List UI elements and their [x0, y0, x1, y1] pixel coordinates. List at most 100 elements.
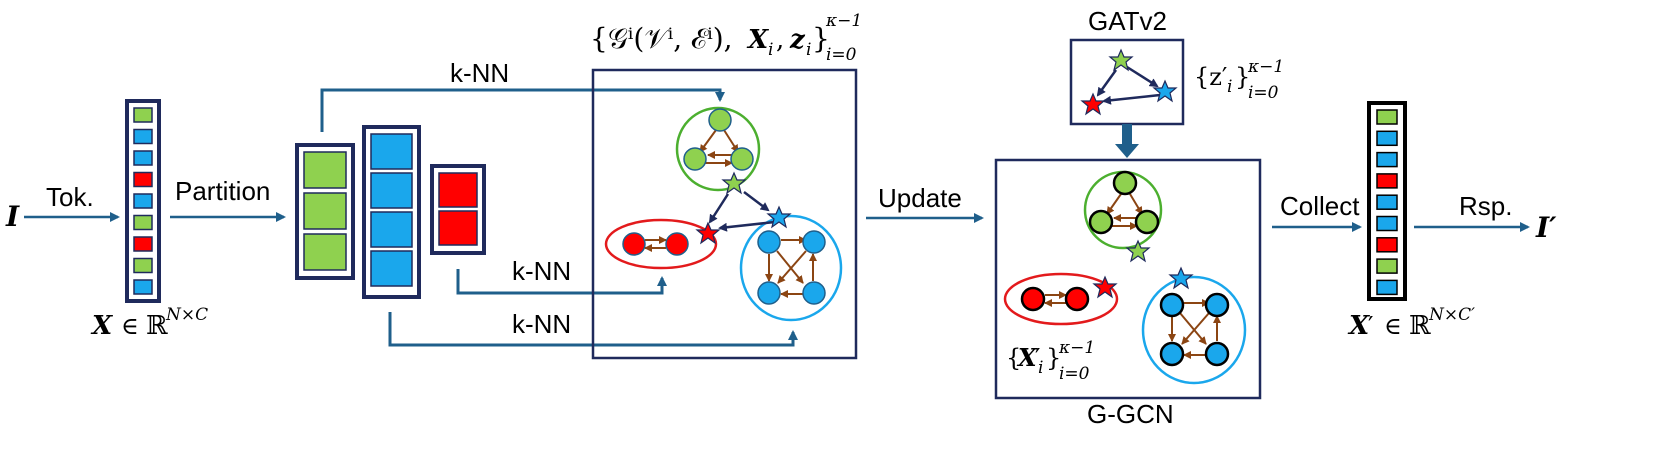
svg-text:{z′: {z′ [1194, 63, 1227, 91]
svg-text:}: } [812, 22, 830, 55]
graph-node [757, 230, 781, 254]
svg-text:{𝒢ⁱ(𝒱ⁱ, ℰⁱ),: {𝒢ⁱ(𝒱ⁱ, ℰⁱ), [590, 22, 733, 55]
svg-text:z: z [789, 25, 806, 55]
graph-node [708, 108, 732, 132]
svg-text:}: } [1235, 63, 1250, 91]
graph-node [1204, 292, 1230, 318]
token-cell-blue [133, 279, 153, 295]
xp-dimension-label: X ′ ∈ ℝ N×C′ [1347, 305, 1475, 341]
token-cell-green [133, 107, 153, 123]
token-cell-red [1376, 237, 1398, 253]
star-icon [695, 221, 721, 245]
star-icon [1108, 48, 1134, 72]
knn-arrow-green [320, 88, 725, 132]
output-column [1376, 109, 1398, 296]
token-cell-blue [133, 193, 153, 209]
star-icon [1092, 275, 1118, 299]
svg-text:′: ′ [1035, 344, 1040, 372]
graph-node [1020, 286, 1046, 312]
knn-arrow-blue [388, 312, 798, 347]
graph-node [622, 232, 646, 256]
graph-set-box [591, 68, 858, 360]
token-cell-blue [1376, 279, 1398, 296]
star-icon [766, 205, 792, 229]
graph-node [757, 281, 781, 305]
output-label: I′ [1535, 211, 1557, 244]
graph-node [1088, 209, 1114, 235]
star-icon [1080, 92, 1106, 116]
graph-node [730, 147, 754, 171]
input-label: I [5, 200, 20, 233]
svg-text:i=0: i=0 [1059, 364, 1090, 384]
svg-text:ℝ: ℝ [146, 311, 168, 341]
token-cell-red [133, 171, 153, 188]
token-cell-blue [1376, 215, 1398, 232]
knn-label-mid: k-NN [512, 256, 571, 286]
update-label: Update [878, 183, 962, 213]
svg-text:}: } [1046, 344, 1061, 372]
ggcn-cluster-red [1003, 272, 1119, 326]
graph-node [665, 232, 689, 256]
graph-node [1159, 292, 1185, 318]
summary-star-links [708, 191, 776, 232]
svg-text:∈: ∈ [121, 312, 139, 340]
ggcn-cluster-green [1083, 170, 1163, 263]
partition-group-red [430, 164, 486, 255]
svg-text:i=0: i=0 [826, 45, 857, 65]
star-icon [1152, 79, 1178, 103]
knn-arrow-red [456, 269, 667, 295]
gatv2-arrow-head [1115, 144, 1139, 158]
star-icon [1168, 266, 1194, 290]
gatv2-label: GATv2 [1088, 6, 1167, 36]
graph-node [1134, 209, 1160, 235]
token-cell-blue [1376, 194, 1398, 210]
partition-label: Partition [175, 176, 270, 206]
token-cell-blue [133, 128, 153, 145]
graph-node [1064, 286, 1090, 312]
graph-node [802, 281, 826, 305]
partition-group-green [295, 143, 355, 280]
ggcn-label: G-GCN [1087, 399, 1174, 429]
knn-label-top: k-NN [450, 58, 509, 88]
graph-set-label: {𝒢ⁱ(𝒱ⁱ, ℰⁱ), X i , z i } κ−1 i=0 [590, 11, 862, 65]
svg-text:X: X [1016, 343, 1038, 372]
gatv2-graph [1080, 48, 1178, 116]
star-icon [1125, 239, 1151, 263]
svg-text:{: { [1006, 344, 1021, 372]
svg-text:i: i [1038, 358, 1043, 378]
graph-node [1112, 170, 1138, 196]
graph-node [683, 147, 707, 171]
graph-node [1159, 341, 1185, 367]
token-cell-red [1376, 173, 1398, 189]
token-cell-green [1376, 258, 1398, 274]
svg-text:X: X [90, 311, 114, 341]
z-prime-label: {z′ i } κ−1 i=0 [1194, 57, 1284, 103]
graph-cluster-blue [739, 214, 843, 322]
token-column [133, 107, 153, 295]
graph-cluster-green [675, 106, 761, 192]
xi-prime-label: { X ′ i } κ−1 i=0 [1006, 338, 1095, 384]
svg-text:i: i [768, 40, 773, 60]
star-icon [721, 171, 747, 195]
svg-text:i: i [1227, 77, 1232, 97]
partition-group-blue [362, 125, 421, 299]
svg-text:N×C′: N×C′ [1428, 305, 1475, 325]
graph-cluster-red [604, 218, 718, 270]
token-cell-green [133, 214, 153, 231]
token-cell-blue [1376, 130, 1398, 147]
collect-label: Collect [1280, 191, 1360, 221]
graph-node [1204, 341, 1230, 367]
svg-text:∈: ∈ [1384, 312, 1402, 340]
svg-text:i=0: i=0 [1248, 83, 1279, 103]
svg-text:κ−1: κ−1 [1058, 338, 1095, 358]
x-dimension-label: X ∈ ℝ N×C [90, 305, 208, 341]
graph-node [802, 230, 826, 254]
ggcn-box [994, 158, 1262, 400]
token-cell-red [133, 236, 153, 252]
token-cell-blue [1376, 151, 1398, 168]
svg-text:i: i [806, 40, 811, 60]
svg-text:X: X [1347, 311, 1371, 341]
svg-text:ℝ: ℝ [1409, 311, 1431, 341]
svg-text:′: ′ [1368, 312, 1373, 340]
